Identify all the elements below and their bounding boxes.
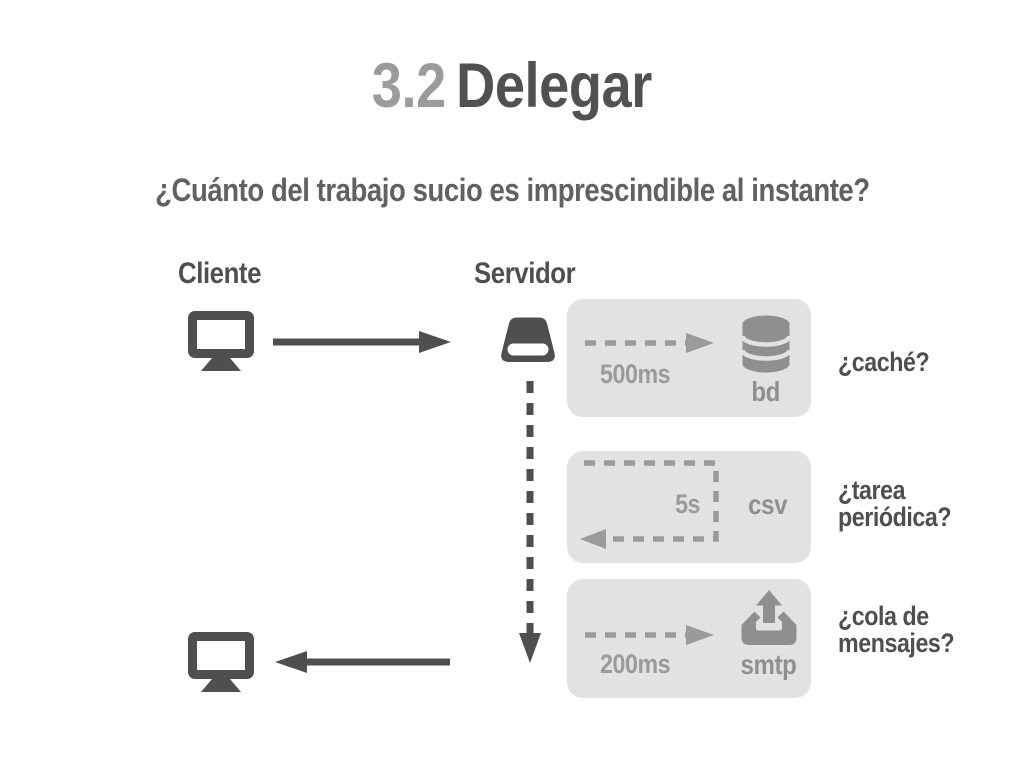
database-label: bd xyxy=(751,376,781,407)
database-icon xyxy=(740,315,792,373)
server-icon xyxy=(501,317,555,362)
csv-time: 5s xyxy=(675,489,700,519)
monitor-icon xyxy=(188,311,254,371)
request-arrow xyxy=(273,331,451,353)
smtp-time: 200ms xyxy=(600,649,671,679)
dashed-loop-arrow-icon xyxy=(580,460,719,549)
cache-question: ¿caché? xyxy=(838,347,930,377)
cache-time: 500ms xyxy=(600,359,671,389)
title-number: 3.2 xyxy=(371,51,446,121)
delegate-dashed-arrow xyxy=(519,381,541,663)
title-word: Delegar xyxy=(456,51,653,121)
dashed-arrow-right-icon xyxy=(585,625,714,645)
client-label: Cliente xyxy=(178,257,262,290)
csv-label: csv xyxy=(748,489,788,520)
csv-box: 5s csv xyxy=(567,451,811,563)
subtitle: ¿Cuánto del trabajo sucio es imprescindi… xyxy=(154,172,870,208)
response-arrow xyxy=(275,651,450,673)
smtp-box: 200ms smtp xyxy=(567,579,811,698)
server-label: Servidor xyxy=(474,257,576,290)
smtp-question: ¿cola de mensajes? xyxy=(838,601,955,658)
smtp-label: smtp xyxy=(740,649,796,680)
dashed-arrow-right-icon xyxy=(585,333,714,353)
monitor-icon xyxy=(188,632,254,692)
outbox-icon xyxy=(741,590,797,645)
csv-question: ¿tarea periódica? xyxy=(838,475,952,532)
cache-box: 500ms bd xyxy=(567,299,811,417)
